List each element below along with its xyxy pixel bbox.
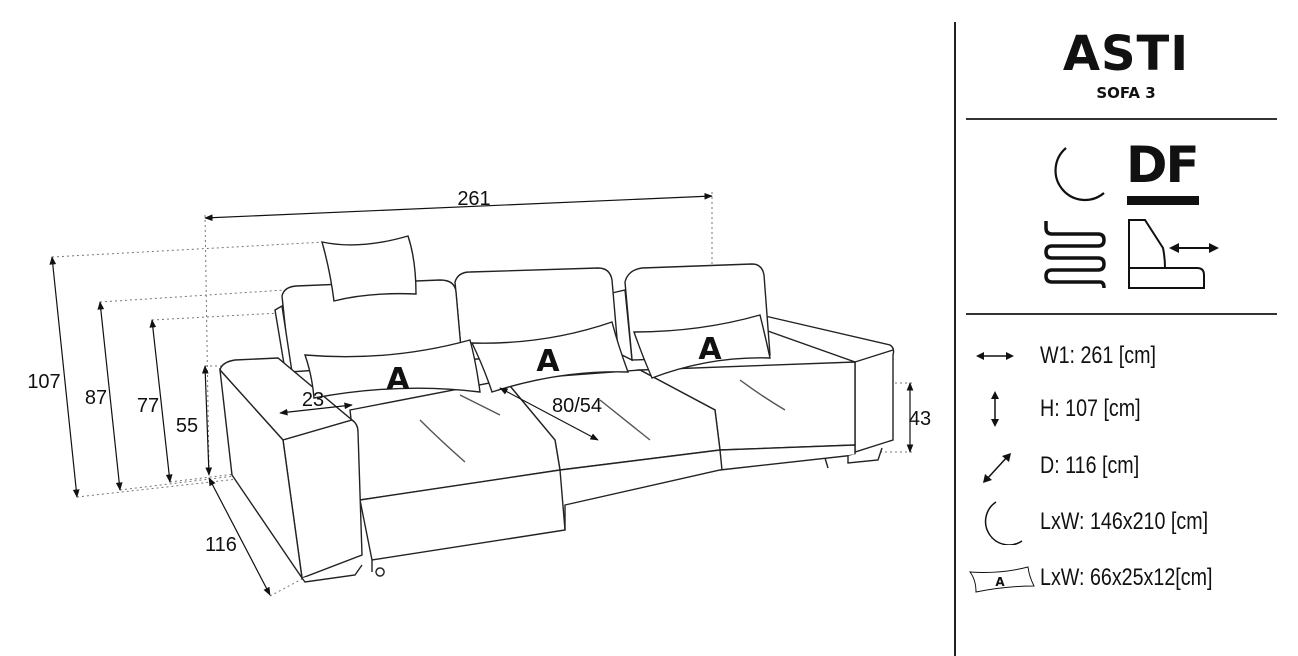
spring-icon [1044, 221, 1106, 289]
height-total-label: 107 [27, 371, 60, 393]
front-base [359, 444, 856, 561]
pillow-a-1 [303, 339, 481, 399]
spec-text: W1: 261 [cm] [1040, 342, 1156, 369]
leg-height-label: 43 [909, 408, 931, 430]
seat-height-label: 55 [176, 415, 198, 437]
spec-height: H: 107 [cm] [966, 389, 1286, 429]
moon-icon [984, 501, 1023, 545]
spec-sleeping-area: LxW: 146x210 [cm] [966, 501, 1286, 545]
spec-width: W1: 261 [cm] [966, 336, 1286, 376]
arm-width-label: 23 [302, 389, 324, 411]
height-2-label: 77 [137, 395, 159, 417]
diagonal-arrow-icon [983, 453, 1011, 483]
pillow-a-label: A [386, 362, 410, 397]
depth-label: 116 [205, 534, 237, 556]
spec-text: D: 116 [cm] [1040, 452, 1140, 479]
spec-text: LxW: 146x210 [cm] [1040, 508, 1209, 535]
panel-divider [954, 22, 956, 656]
pull-out-mechanism-icon [1128, 219, 1219, 289]
width-label: 261 [457, 188, 490, 210]
pillow-a-2 [470, 321, 630, 393]
divider [966, 313, 1277, 315]
seat-depth-label: 80/54 [552, 395, 602, 417]
height-back-label: 87 [85, 387, 107, 409]
vertical-arrow-icon [991, 391, 999, 427]
product-name: ASTI [1062, 26, 1190, 82]
headrest-pillow [321, 235, 417, 302]
dimension-lines [49, 192, 914, 596]
pillow-icon: A [968, 566, 1035, 593]
divider [966, 118, 1277, 120]
spec-pillow: A LxW: 66x25x12[cm] [966, 558, 1286, 598]
back-cushion-left [281, 279, 463, 373]
pillow-a-label: A [698, 332, 722, 367]
left-arm-top [219, 357, 354, 441]
horizontal-arrow-icon [976, 352, 1014, 360]
pillow-icon-label: A [995, 575, 1005, 589]
product-subtitle: SOFA 3 [1096, 84, 1156, 102]
spec-depth: D: 116 [cm] [966, 446, 1286, 486]
pillow-a-label: A [536, 344, 560, 379]
df-underline [1127, 196, 1199, 205]
df-icon: DF [1126, 136, 1200, 194]
sofa-outline [219, 235, 895, 583]
pillow-a-3 [633, 314, 771, 379]
spec-text: LxW: 66x25x12[cm] [1040, 564, 1213, 591]
left-arm-front [282, 419, 363, 579]
sleep-function-moon-icon [1054, 147, 1105, 202]
spec-text: H: 107 [cm] [1040, 395, 1141, 422]
